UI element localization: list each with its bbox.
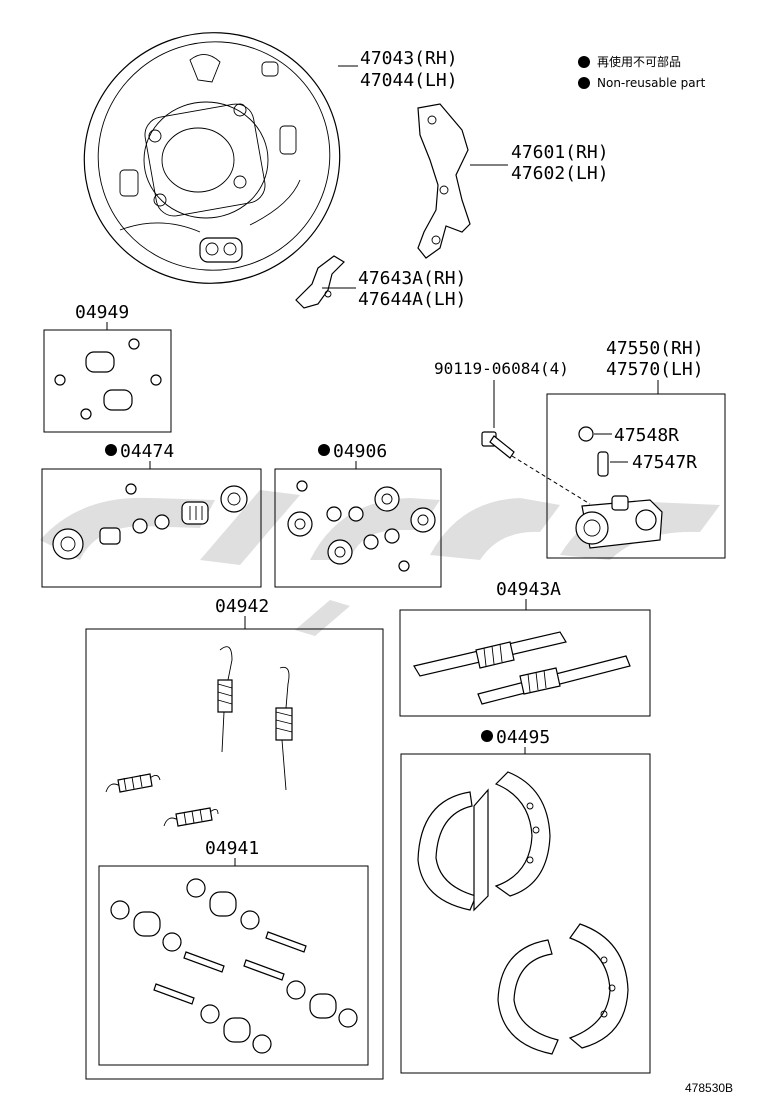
part-number-47043: 47043(RH) (360, 48, 458, 69)
part-number-47601: 47601(RH) (511, 142, 609, 163)
kit-04942-springs (105, 646, 293, 827)
wheel-cylinder-drawing (575, 426, 663, 549)
figure-reference: 478530B (685, 1081, 733, 1095)
part-number-04474: 04474 (120, 441, 174, 462)
filled-circle-icon (578, 56, 590, 68)
legend-line-2: Non-reusable part (597, 76, 706, 90)
lever-drawing (417, 103, 471, 259)
kit-04474-parts (52, 483, 248, 560)
bracket-drawing (295, 255, 345, 309)
part-number-47644a: 47644A(LH) (358, 289, 466, 310)
wheel-cylinder-box (546, 393, 726, 559)
filled-circle-icon (481, 730, 493, 742)
kit-box-04906 (274, 468, 442, 588)
part-number-90119: 90119-06084(4) (434, 359, 569, 378)
part-number-04942: 04942 (215, 596, 269, 617)
legend: 再使用不可部品 Non-reusable part (578, 54, 706, 90)
part-number-47547r: 47547R (632, 452, 697, 473)
part-number-47570: 47570(LH) (606, 359, 704, 380)
filled-circle-icon (105, 444, 117, 456)
kit-box-04941 (98, 865, 369, 1066)
kit-04943a-adjusters (413, 631, 631, 705)
bolt-drawing (481, 431, 591, 505)
part-number-04495: 04495 (496, 727, 550, 748)
backing-plate-drawing (83, 32, 341, 284)
legend-line-1: 再使用不可部品 (597, 54, 681, 69)
part-number-04941: 04941 (205, 838, 259, 859)
part-number-04949: 04949 (75, 302, 129, 323)
filled-circle-icon (318, 444, 330, 456)
kit-box-04943a (399, 609, 651, 717)
part-number-04943a: 04943A (496, 579, 561, 600)
brake-shoes-drawing (417, 771, 629, 1055)
part-number-04906: 04906 (333, 441, 387, 462)
part-number-47044: 47044(LH) (360, 70, 458, 91)
part-number-47550: 47550(RH) (606, 338, 704, 359)
kit-box-04474 (41, 468, 262, 588)
kit-04906-parts (287, 480, 436, 572)
kit-box-04949 (43, 329, 172, 433)
filled-circle-icon (578, 77, 590, 89)
part-number-47643a: 47643A(RH) (358, 268, 466, 289)
kit-box-04495 (400, 753, 651, 1074)
kit-box-04942 (85, 628, 384, 1080)
kit-04949-parts (54, 338, 162, 420)
part-number-47548r: 47548R (614, 425, 679, 446)
kit-04941-parts (110, 878, 358, 1054)
part-number-47602: 47602(LH) (511, 163, 609, 184)
